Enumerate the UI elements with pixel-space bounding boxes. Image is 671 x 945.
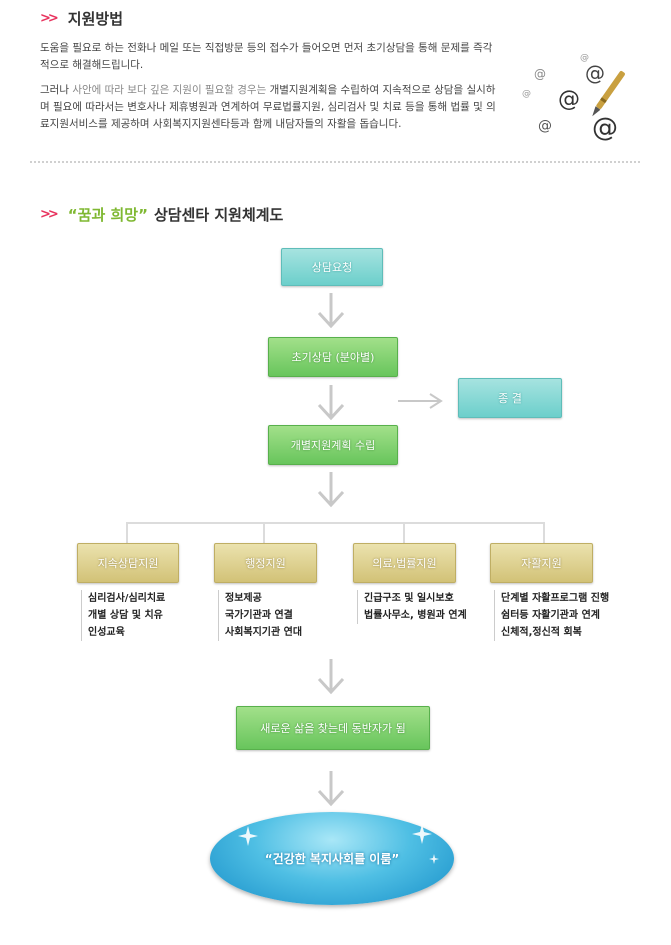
flow-step-companion: 새로운 삶을 찾는데 동반자가 됨 (236, 706, 430, 750)
down-arrow-icon (317, 385, 345, 421)
sparkle-icon (238, 824, 439, 864)
svg-text:@: @ (534, 67, 546, 81)
branch-self-reliance: 자활지원 (490, 543, 593, 583)
section-title-rest: 상담센타 지원체계도 (153, 206, 284, 224)
detail-paragraph: 그러나 사안에 따라 보다 깊은 지원이 필요할 경우는 개별지원계획을 수립하… (40, 84, 496, 130)
flow-step-individual-plan: 개별지원계획 수립 (268, 425, 398, 465)
list-item: 심리검사/심리치료 (88, 593, 166, 604)
email-pen-illustration-icon: @ @ @ @ @ @ @ (522, 53, 625, 143)
flow-step-end: 종 결 (458, 378, 562, 418)
list-item: 개별 상담 및 치유 (88, 610, 163, 621)
list-item: 쉼터등 자활기관과 연계 (501, 610, 600, 621)
svg-text:@: @ (592, 113, 618, 143)
goal-ellipse: “건강한 복지사회를 이룸” (210, 812, 454, 905)
goal-text: “건강한 복지사회를 이룸” (264, 852, 400, 866)
down-arrow-icon (317, 293, 345, 329)
branch-medical-legal: 의료,법률지원 (353, 543, 456, 583)
section-title-support-method: >> 지원방법 (40, 8, 123, 29)
svg-text:@: @ (585, 61, 605, 85)
down-arrow-icon (317, 771, 345, 807)
flow-step-initial-consult: 초기상담 (분야별) (268, 337, 398, 377)
list-item: 긴급구조 및 일시보호 (364, 593, 454, 604)
section-title-support-system: >> “꿈과 희망” 상담센타 지원체계도 (40, 204, 283, 225)
svg-text:@: @ (538, 118, 552, 134)
svg-text:@: @ (558, 87, 580, 112)
branch-connector (126, 522, 545, 544)
branch-administrative: 행정지원 (214, 543, 317, 583)
list-item: 신체적,정신적 회복 (501, 627, 582, 638)
list-item: 법률사무소, 병원과 연계 (364, 610, 467, 621)
highlight-text: 사안에 따라 보다 깊은 지원이 필요할 경우는 (72, 84, 267, 96)
branch-items-list: 긴급구조 및 일시보호 법률사무소, 병원과 연계 (357, 590, 467, 624)
down-arrow-icon (317, 659, 345, 695)
double-chevron-icon: >> (40, 207, 59, 222)
branch-items-list: 심리검사/심리치료 개별 상담 및 치유 인성교육 (81, 590, 165, 641)
section-divider (30, 161, 640, 163)
double-chevron-icon: >> (40, 11, 59, 26)
right-arrow-icon (398, 393, 443, 409)
branch-ongoing-counseling: 지속상담지원 (77, 543, 179, 583)
list-item: 인성교육 (88, 627, 125, 638)
list-item: 국가기관과 연결 (225, 610, 293, 621)
branch-items-list: 단계별 자활프로그램 진행 쉼터등 자활기관과 연계 신체적,정신적 회복 (494, 590, 609, 641)
list-item: 사회복지기관 연대 (225, 627, 303, 638)
svg-text:@: @ (522, 89, 531, 99)
section-title-text: 지원방법 (67, 10, 123, 28)
flow-step-request: 상담요청 (281, 248, 383, 286)
list-item: 정보제공 (225, 593, 262, 604)
svg-text:@: @ (580, 53, 589, 63)
branch-items-list: 정보제공 국가기관과 연결 사회복지기관 연대 (218, 590, 302, 641)
list-item: 단계별 자활프로그램 진행 (501, 593, 610, 604)
down-arrow-icon (317, 472, 345, 508)
intro-paragraph: 도움을 필요로 하는 전화나 메일 또는 직접방문 등의 접수가 들어오면 먼저… (40, 42, 493, 71)
section-title-quoted: “꿈과 희망” (67, 206, 148, 224)
